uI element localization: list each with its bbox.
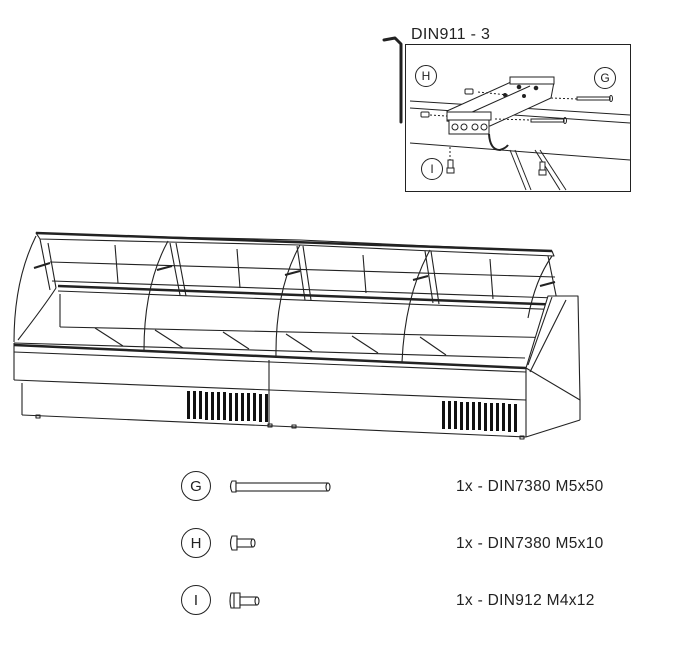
long-bolt-icon (229, 480, 331, 493)
detail-title: DIN911 - 3 (411, 26, 491, 43)
part-h-spec: 1x - DIN7380 M5x10 (456, 535, 604, 552)
vent-grille-left (187, 391, 268, 422)
vent-grille-right (442, 401, 517, 432)
label-i-detail: I (421, 158, 443, 180)
socket-cap-screw-icon (229, 592, 260, 609)
label-h-detail: H (415, 65, 437, 87)
part-g-spec: 1x - DIN7380 M5x50 (456, 478, 604, 495)
part-h-label: H (181, 528, 211, 558)
label-g-detail: G (594, 67, 616, 89)
short-bolt-icon (229, 535, 256, 551)
part-i-label: I (181, 585, 211, 615)
part-i-spec: 1x - DIN912 M4x12 (456, 592, 595, 609)
part-g-label: G (181, 471, 211, 501)
detail-inset (405, 44, 631, 192)
